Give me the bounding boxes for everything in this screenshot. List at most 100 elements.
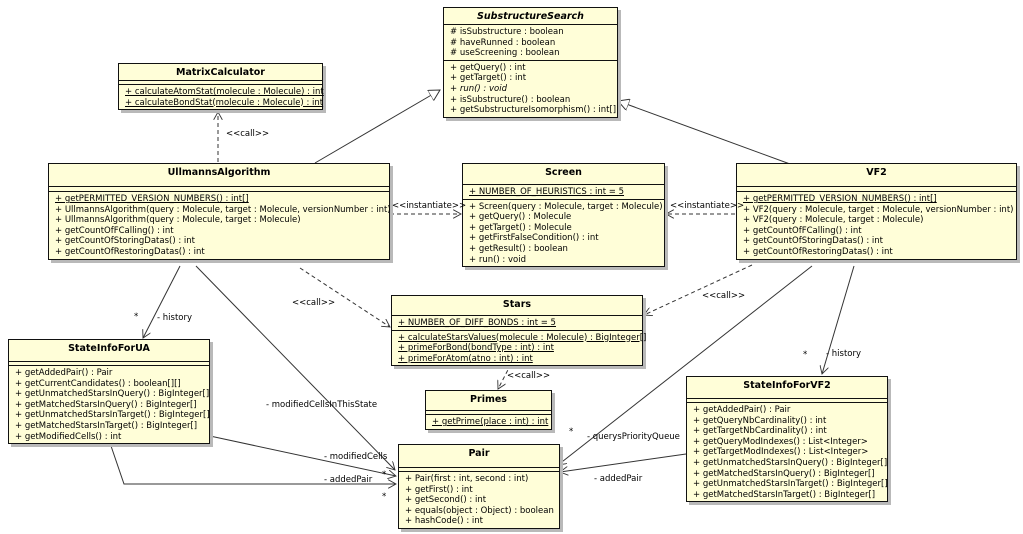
- class-member: # isSubstructure : boolean: [450, 27, 564, 37]
- class-member: + getResult() : boolean: [469, 243, 568, 254]
- class-name: VF2: [737, 164, 1016, 187]
- label-multiplicity-modified-cells-in-this-state: *: [382, 492, 387, 502]
- class-member: + Screen(query : Molecule, target : Mole…: [469, 201, 663, 212]
- class-member: # useScreening : boolean: [450, 48, 560, 59]
- class-member: + getCountOfFCalling() : int: [743, 225, 862, 236]
- class-member: + getTargetModIndexes() : List<Integer>: [693, 447, 869, 458]
- label-history-ua: - history: [157, 313, 193, 323]
- label-modified-cells: - modifiedCells: [324, 452, 388, 462]
- class-member: + run() : void: [469, 254, 526, 265]
- class-member: + getPERMITTED_VERSION_NUMBERS() : int[]: [743, 194, 937, 204]
- class-name: SubstructureSearch: [444, 8, 617, 25]
- generalization-vf2-to-substructuresearch: [618, 101, 791, 165]
- class-member: + calculateStarsValues(molecule : Molecu…: [398, 332, 647, 343]
- class-ullmanns-algorithm[interactable]: UllmannsAlgorithm + getPERMITTED_VERSION…: [48, 163, 391, 260]
- generalization-ua-to-substructuresearch: [314, 90, 440, 164]
- operations-compartment: + getAddedPair() : Pair+ getCurrentCandi…: [9, 366, 210, 443]
- label-queries-priority-queue: - querysPriorityQueue: [587, 432, 680, 442]
- class-stars[interactable]: Stars + NUMBER_OF_DIFF_BONDS : int = 5 +…: [391, 295, 647, 367]
- class-name: Screen: [463, 164, 664, 185]
- association-stateinfoforua-modifiedcells: [209, 435, 396, 476]
- class-member: + getCountOfStoringDatas() : int: [743, 236, 883, 247]
- class-member: + getCurrentCandidates() : boolean[][]: [15, 378, 181, 389]
- class-member: + UllmannsAlgorithm(query : Molecule, ta…: [55, 204, 391, 215]
- class-name: Primes: [426, 391, 551, 411]
- class-member: + VF2(query : Molecule, target : Molecul…: [743, 215, 924, 226]
- class-name: StateInfoForVF2: [687, 377, 887, 399]
- class-pair[interactable]: Pair + Pair(first : int, second : int)+ …: [398, 444, 560, 529]
- class-member: + getCountOfRestoringDatas() : int: [55, 246, 205, 257]
- class-member: + getSubstructureIsomorphism() : int[]: [450, 105, 617, 116]
- class-member: + primeForAtom(atno : int) : int: [398, 353, 533, 364]
- class-member: + getUnmatchedStarsInTarget() : BigInteg…: [693, 479, 888, 490]
- class-name: StateInfoForUA: [9, 340, 209, 362]
- class-member: + getUnmatchedStarsInQuery() : BigIntege…: [693, 457, 888, 468]
- class-member: # haveRunned : boolean: [450, 37, 556, 48]
- class-member: + getTargetNbCardinality() : int: [693, 426, 827, 437]
- class-member: + calculateAtomStat(molecule : Molecule)…: [125, 87, 324, 97]
- operations-compartment: + Screen(query : Molecule, target : Mole…: [463, 200, 664, 267]
- attributes-compartment: + NUMBER_OF_HEURISTICS : int = 5: [463, 185, 664, 200]
- class-member: + run() : void: [450, 83, 507, 94]
- attributes-compartment: [119, 81, 322, 85]
- class-member: + getCountOfFCalling() : int: [55, 225, 174, 236]
- operations-compartment: + Pair(first : int, second : int)+ getFi…: [399, 472, 559, 528]
- class-member: + getQueryNbCardinality() : int: [693, 415, 827, 426]
- label-multiplicity-modified-cells: *: [382, 470, 387, 480]
- label-call-ua-matrix: <<call>>: [226, 129, 270, 139]
- class-member: + getPrime(place : int) : int: [432, 417, 549, 427]
- class-member: + equals(object : Object) : boolean: [405, 505, 554, 516]
- attributes-compartment: [687, 399, 887, 403]
- class-member: + getUnmatchedStarsInQuery() : BigIntege…: [15, 389, 210, 400]
- class-member: + getMatchedStarsInQuery() : BigInteger[…: [693, 468, 875, 479]
- class-member: + getFirst() : int: [405, 484, 473, 495]
- label-added-pair-ua: - addedPair: [324, 475, 373, 485]
- class-primes[interactable]: Primes + getPrime(place : int) : int: [425, 390, 552, 430]
- attributes-compartment: # isSubstructure : boolean# haveRunned :…: [444, 25, 617, 61]
- class-member: + VF2(query : Molecule, target : Molecul…: [743, 204, 1014, 215]
- dependency-vf2-to-stars: [644, 264, 753, 315]
- class-member: + UllmannsAlgorithm(query : Molecule, ta…: [55, 215, 301, 226]
- class-member: + getTarget() : Molecule: [469, 222, 572, 233]
- class-member: + NUMBER_OF_DIFF_BONDS : int = 5: [398, 318, 556, 328]
- class-member: + getMatchedStarsInQuery() : BigInteger[…: [15, 399, 197, 410]
- class-member: + getMatchedStarsInTarget() : BigInteger…: [15, 420, 198, 431]
- label-added-pair-vf2: - addedPair: [594, 474, 643, 484]
- operations-compartment: + calculateAtomStat(molecule : Molecule)…: [119, 85, 324, 109]
- class-matrix-calculator[interactable]: MatrixCalculator + calculateAtomStat(mol…: [118, 63, 324, 111]
- association-ua-history: [143, 265, 181, 338]
- class-name: UllmannsAlgorithm: [49, 164, 389, 187]
- association-vf2-history: [822, 265, 855, 374]
- class-member: + getQueryModIndexes() : List<Integer>: [693, 436, 868, 447]
- class-member: + calculateBondStat(molecule : Molecule)…: [125, 97, 324, 108]
- class-member: + getAddedPair() : Pair: [15, 368, 113, 378]
- class-member: + getQuery() : Molecule: [469, 212, 572, 223]
- class-state-info-for-vf2[interactable]: StateInfoForVF2 + getAddedPair() : Pair+…: [686, 376, 888, 503]
- class-member: + getMatchedStarsInTarget() : BigInteger…: [693, 489, 876, 500]
- class-member: + getQuery() : int: [450, 62, 526, 73]
- label-call-vf2-stars: <<call>>: [702, 291, 746, 301]
- operations-compartment: + getAddedPair() : Pair+ getQueryNbCardi…: [687, 403, 888, 501]
- operations-compartment: + getPERMITTED_VERSION_NUMBERS() : int[]…: [49, 192, 391, 259]
- class-member: + getTarget() : int: [450, 73, 527, 84]
- attributes-compartment: [399, 468, 559, 472]
- class-member: + isSubstructure() : boolean: [450, 94, 571, 105]
- attributes-compartment: + NUMBER_OF_DIFF_BONDS : int = 5: [392, 316, 642, 331]
- operations-compartment: + getQuery() : int+ getTarget() : int+ r…: [444, 61, 617, 117]
- label-modified-cells-in-this-state: - modifiedCellsInThisState: [266, 400, 378, 410]
- operations-compartment: + getPERMITTED_VERSION_NUMBERS() : int[]…: [737, 192, 1016, 259]
- class-member: + getFirstFalseCondition() : int: [469, 233, 599, 244]
- class-screen[interactable]: Screen + NUMBER_OF_HEURISTICS : int = 5 …: [462, 163, 665, 268]
- class-substructure-search[interactable]: SubstructureSearch # isSubstructure : bo…: [443, 7, 618, 118]
- class-name: Pair: [399, 445, 559, 468]
- class-member: + NUMBER_OF_HEURISTICS : int = 5: [469, 187, 625, 197]
- attributes-compartment: [49, 187, 389, 192]
- class-member: + Pair(first : int, second : int): [405, 474, 529, 484]
- class-member: + getPERMITTED_VERSION_NUMBERS() : int[]: [55, 194, 249, 204]
- class-state-info-for-ua[interactable]: StateInfoForUA + getAddedPair() : Pair+ …: [8, 339, 210, 445]
- class-member: + getCountOfRestoringDatas() : int: [743, 246, 893, 257]
- class-vf2[interactable]: VF2 + getPERMITTED_VERSION_NUMBERS() : i…: [736, 163, 1017, 260]
- label-call-ua-stars: <<call>>: [292, 298, 336, 308]
- class-member: + primeForBond(bondType : int) : int: [398, 343, 554, 354]
